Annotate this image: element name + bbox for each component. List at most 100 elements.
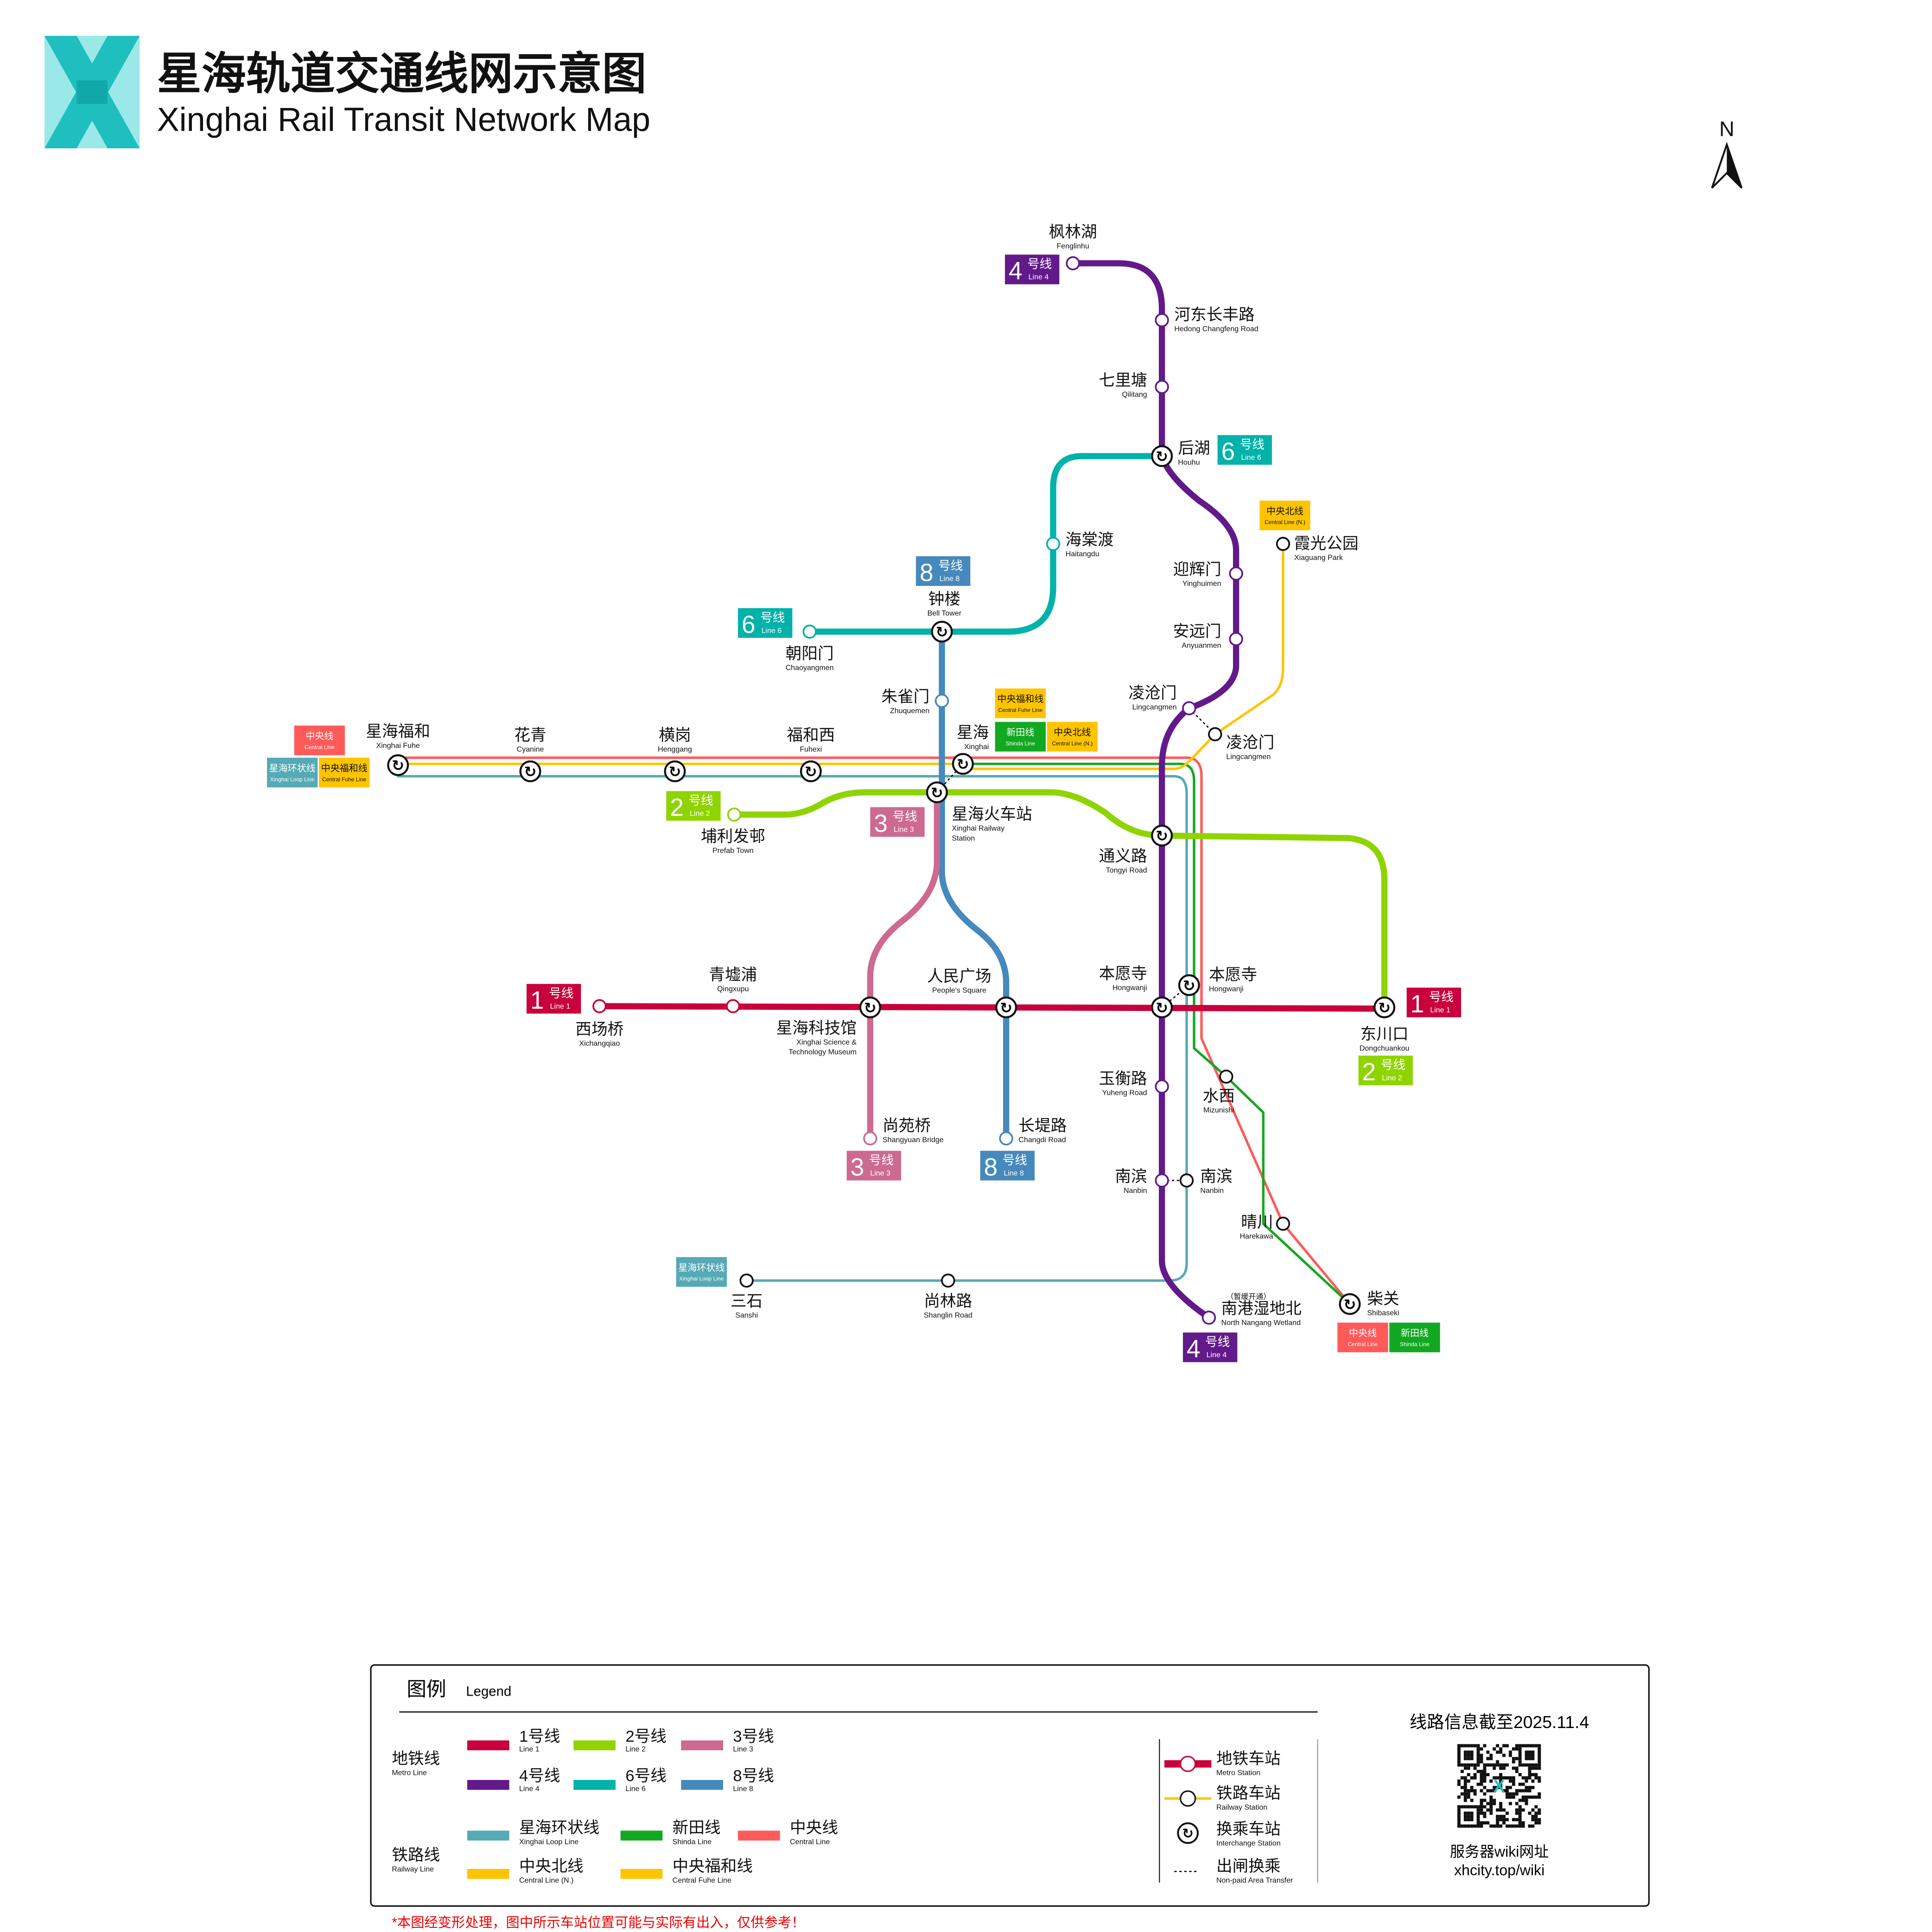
page-title: 星海轨道交通线网示意图: [157, 49, 647, 99]
station-name-en: Sanshi: [735, 1312, 758, 1320]
station-name-zh: 水西: [1203, 1087, 1235, 1105]
interchange-arrows-icon: ↻: [805, 763, 817, 780]
legend-railway-label: 铁路线: [392, 1846, 440, 1864]
station-name-en: Shangyuan Bridge: [883, 1136, 944, 1144]
interchange-icon: [931, 621, 953, 643]
badge-number: 4: [1187, 1335, 1201, 1363]
badge-label-zh: 号线: [869, 1153, 894, 1167]
station-nanbinR[interactable]: 南滨 Nanbin: [1179, 1168, 1233, 1195]
qr-code[interactable]: X: [1457, 1744, 1541, 1828]
station-name-en: Lingcangmen: [1132, 704, 1177, 712]
line-8: [939, 628, 1010, 1142]
badge-label-en: Line 4: [1029, 273, 1049, 281]
badge-number: 4: [1009, 258, 1023, 285]
station-name-en: Haitangdu: [1066, 550, 1099, 558]
badge-label-zh: 号线: [892, 810, 917, 824]
interchange-icon: [1178, 974, 1200, 996]
station-name-en-2: Station: [952, 834, 975, 842]
interchange-icon: [1151, 825, 1173, 847]
legend-swatch-line3: [681, 1740, 723, 1750]
compass-icon: N: [1711, 117, 1743, 189]
legend-label: 新田线: [673, 1819, 721, 1837]
station-name-zh: 钟楼: [928, 591, 960, 608]
rail-badge-zh: 星海环状线: [678, 1262, 724, 1273]
badge-label-en: Line 6: [1241, 454, 1261, 462]
metro-station-icon: [1182, 701, 1196, 716]
legend-swatch-line4: [467, 1780, 509, 1790]
metro-station-icon: [1201, 1310, 1216, 1325]
station-name-zh: 河东长丰路: [1174, 306, 1254, 324]
wiki-label: 服务器wiki网址: [1450, 1843, 1549, 1860]
station-name-zh: 本愿寺: [1209, 966, 1257, 984]
station-name-en: Harekawa: [1240, 1233, 1273, 1240]
station-name-zh: 南滨: [1200, 1168, 1232, 1185]
station-name-en: Hongwanji: [1112, 984, 1147, 992]
line-central-north: [961, 542, 1284, 770]
updated-date: 线路信息截至2025.11.4: [1410, 1712, 1589, 1732]
rail-badge-zh: 新田线: [1401, 1328, 1429, 1339]
rail-badge-en: Central Line: [1348, 1341, 1378, 1347]
interchange-arrows-icon: ↻: [1344, 1296, 1356, 1313]
station-name-en: North Nangang Wetland: [1221, 1319, 1301, 1327]
station-name-en: Nanbin: [1200, 1187, 1224, 1195]
interchange-arrows-icon: ↻: [1183, 977, 1195, 994]
station-name-en: Henggang: [658, 745, 692, 753]
rail-badge-en: Central Fuhe Line: [322, 776, 367, 782]
badge-label-en: Line 8: [1004, 1169, 1024, 1177]
metro-station-icon: [727, 807, 742, 822]
legend: 图例 Legend 地铁线 Metro Line 铁路线 Railway Lin…: [370, 1664, 1650, 1907]
interchange-icon: [926, 781, 948, 803]
station-harekawa[interactable]: 晴川 Harekawa: [1240, 1214, 1290, 1240]
station-name-zh: 晴川: [1241, 1214, 1273, 1231]
rail-badge-en: Xinghai Loop Line: [679, 1276, 724, 1282]
station-name-zh: 花青: [514, 726, 546, 744]
legend-label-en: Line 2: [625, 1746, 646, 1754]
wiki-url[interactable]: xhcity.top/wiki: [1454, 1862, 1544, 1878]
metro-station-icon: [1046, 537, 1061, 551]
badge-label-zh: 号线: [1003, 1153, 1027, 1167]
interchange-icon: [952, 753, 974, 775]
